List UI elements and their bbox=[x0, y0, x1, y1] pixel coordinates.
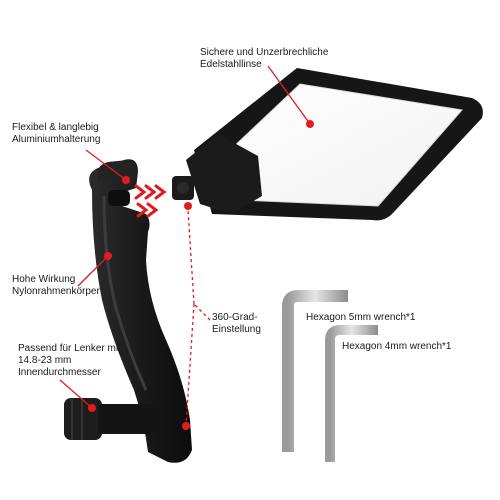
leader-clamp bbox=[59, 379, 93, 409]
label-aluminium-line1: Flexibel & langlebig bbox=[12, 122, 99, 133]
label-clamp: Passend für Lenker mit 14.8-23 mm Innend… bbox=[18, 343, 121, 379]
arm-main bbox=[89, 159, 192, 463]
callout-dots bbox=[88, 120, 314, 430]
leader-rotation-up bbox=[187, 209, 195, 305]
arm-highlight bbox=[102, 195, 148, 391]
dot-rotation-top bbox=[184, 202, 192, 210]
ball-joint bbox=[172, 176, 194, 200]
label-rotation-line2: Einstellung bbox=[212, 324, 261, 335]
label-hex-4mm: Hexagon 4mm wrench*1 bbox=[342, 341, 452, 352]
dot-nylon bbox=[104, 252, 112, 260]
mirror-head bbox=[186, 68, 483, 221]
label-lens-line1: Sichere und Unzerbrechliche bbox=[200, 47, 329, 58]
leader-rotation bbox=[193, 303, 211, 321]
dot-aluminium bbox=[122, 176, 130, 184]
label-hex-5mm: Hexagon 5mm wrench*1 bbox=[306, 312, 416, 323]
label-nylon: Hohe Wirkung Nylonrahmenkörper bbox=[12, 274, 100, 298]
hexagon-wrench-4mm bbox=[325, 325, 378, 462]
leader-aluminium bbox=[85, 149, 127, 181]
label-lens: Sichere und Unzerbrechliche Edelstahllin… bbox=[200, 47, 328, 71]
label-clamp-line1: Passend für Lenker mit bbox=[18, 343, 121, 354]
dot-lens bbox=[306, 120, 314, 128]
label-lens-line2: Edelstahllinse bbox=[200, 59, 262, 70]
label-clamp-line3: Innendurchmesser bbox=[18, 367, 101, 378]
leader-rotation-down bbox=[185, 303, 195, 427]
mirror-mount bbox=[186, 134, 262, 214]
label-aluminium: Flexibel & langlebig Aluminiumhalterung bbox=[12, 122, 100, 146]
label-clamp-line2: 14.8-23 mm bbox=[18, 355, 72, 366]
label-rotation-line1: 360-Grad- bbox=[212, 312, 258, 323]
dot-clamp bbox=[88, 404, 96, 412]
leader-lines bbox=[59, 65, 311, 427]
label-aluminium-line2: Aluminiumhalterung bbox=[12, 134, 101, 145]
label-rotation: 360-Grad- Einstellung bbox=[212, 312, 261, 336]
label-nylon-line1: Hohe Wirkung bbox=[12, 274, 76, 285]
label-nylon-line2: Nylonrahmenkörper bbox=[12, 286, 100, 297]
rotation-arrows bbox=[134, 184, 167, 218]
hexagon-wrench-5mm bbox=[282, 290, 348, 452]
dot-rotation-bottom bbox=[182, 422, 190, 430]
leader-nylon bbox=[77, 255, 109, 287]
handlebar-plug bbox=[64, 398, 156, 440]
leader-lens bbox=[267, 65, 311, 125]
